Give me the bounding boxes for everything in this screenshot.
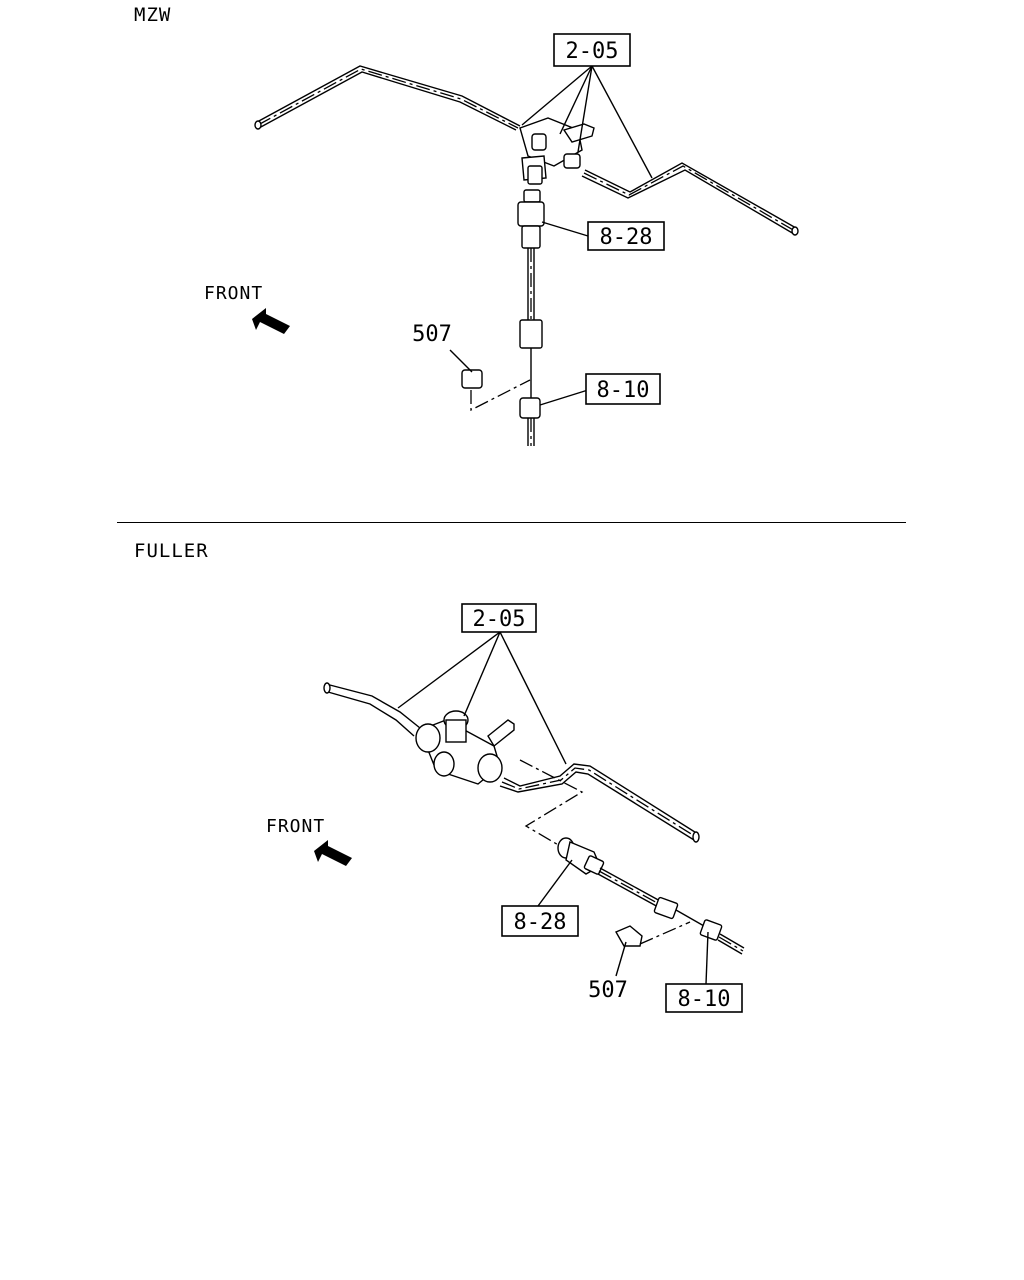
callout-box-2-05-mzw [553,33,631,67]
leaders-mzw [449,65,653,406]
leaders-fuller [397,631,709,985]
front-label-fuller: FRONT [266,816,325,837]
front-arrow-icon-fuller [314,840,352,866]
callout-box-8-28-mzw [587,221,665,251]
diagram-mzw: 2-05 8-28 507 8-10 FRONT [204,33,799,446]
pipe-mzw [254,65,799,236]
callout-box-2-05-fuller [461,603,537,633]
clip-507-fuller [615,921,691,947]
junction-block-fuller [415,710,515,785]
clip-507-mzw [461,369,531,412]
callout-8-10-fuller: 8-10 [678,987,731,1012]
callout-2-05-fuller: 2-05 [473,607,526,632]
callout-box-8-10-mzw [585,373,661,405]
callout-8-10-mzw: 8-10 [597,378,650,403]
diagram-fuller: 2-05 8-28 507 8-10 FRONT [266,603,745,1013]
variant-label-fuller: FULLER [134,540,209,562]
callout-507-mzw: 507 [412,322,452,347]
section-divider [117,522,906,523]
junction-block-mzw [519,117,595,185]
callout-2-05-mzw: 2-05 [566,39,619,64]
front-label-mzw: FRONT [204,283,263,304]
pipe-fuller [323,682,700,843]
sensor-8-28-mzw [517,189,545,446]
callout-box-8-28-fuller [501,905,579,937]
section-fuller: FULLER [0,526,1024,1280]
callout-507-fuller: 507 [588,978,628,1003]
callout-8-28-fuller: 8-28 [514,910,567,935]
variant-label-mzw: MZW [134,4,172,26]
section-mzw: MZW [0,0,1024,520]
front-arrow-icon-mzw [252,308,290,334]
callout-box-8-10-fuller [665,983,743,1013]
callout-8-28-mzw: 8-28 [600,225,653,250]
sensor-8-28-fuller [519,759,745,955]
